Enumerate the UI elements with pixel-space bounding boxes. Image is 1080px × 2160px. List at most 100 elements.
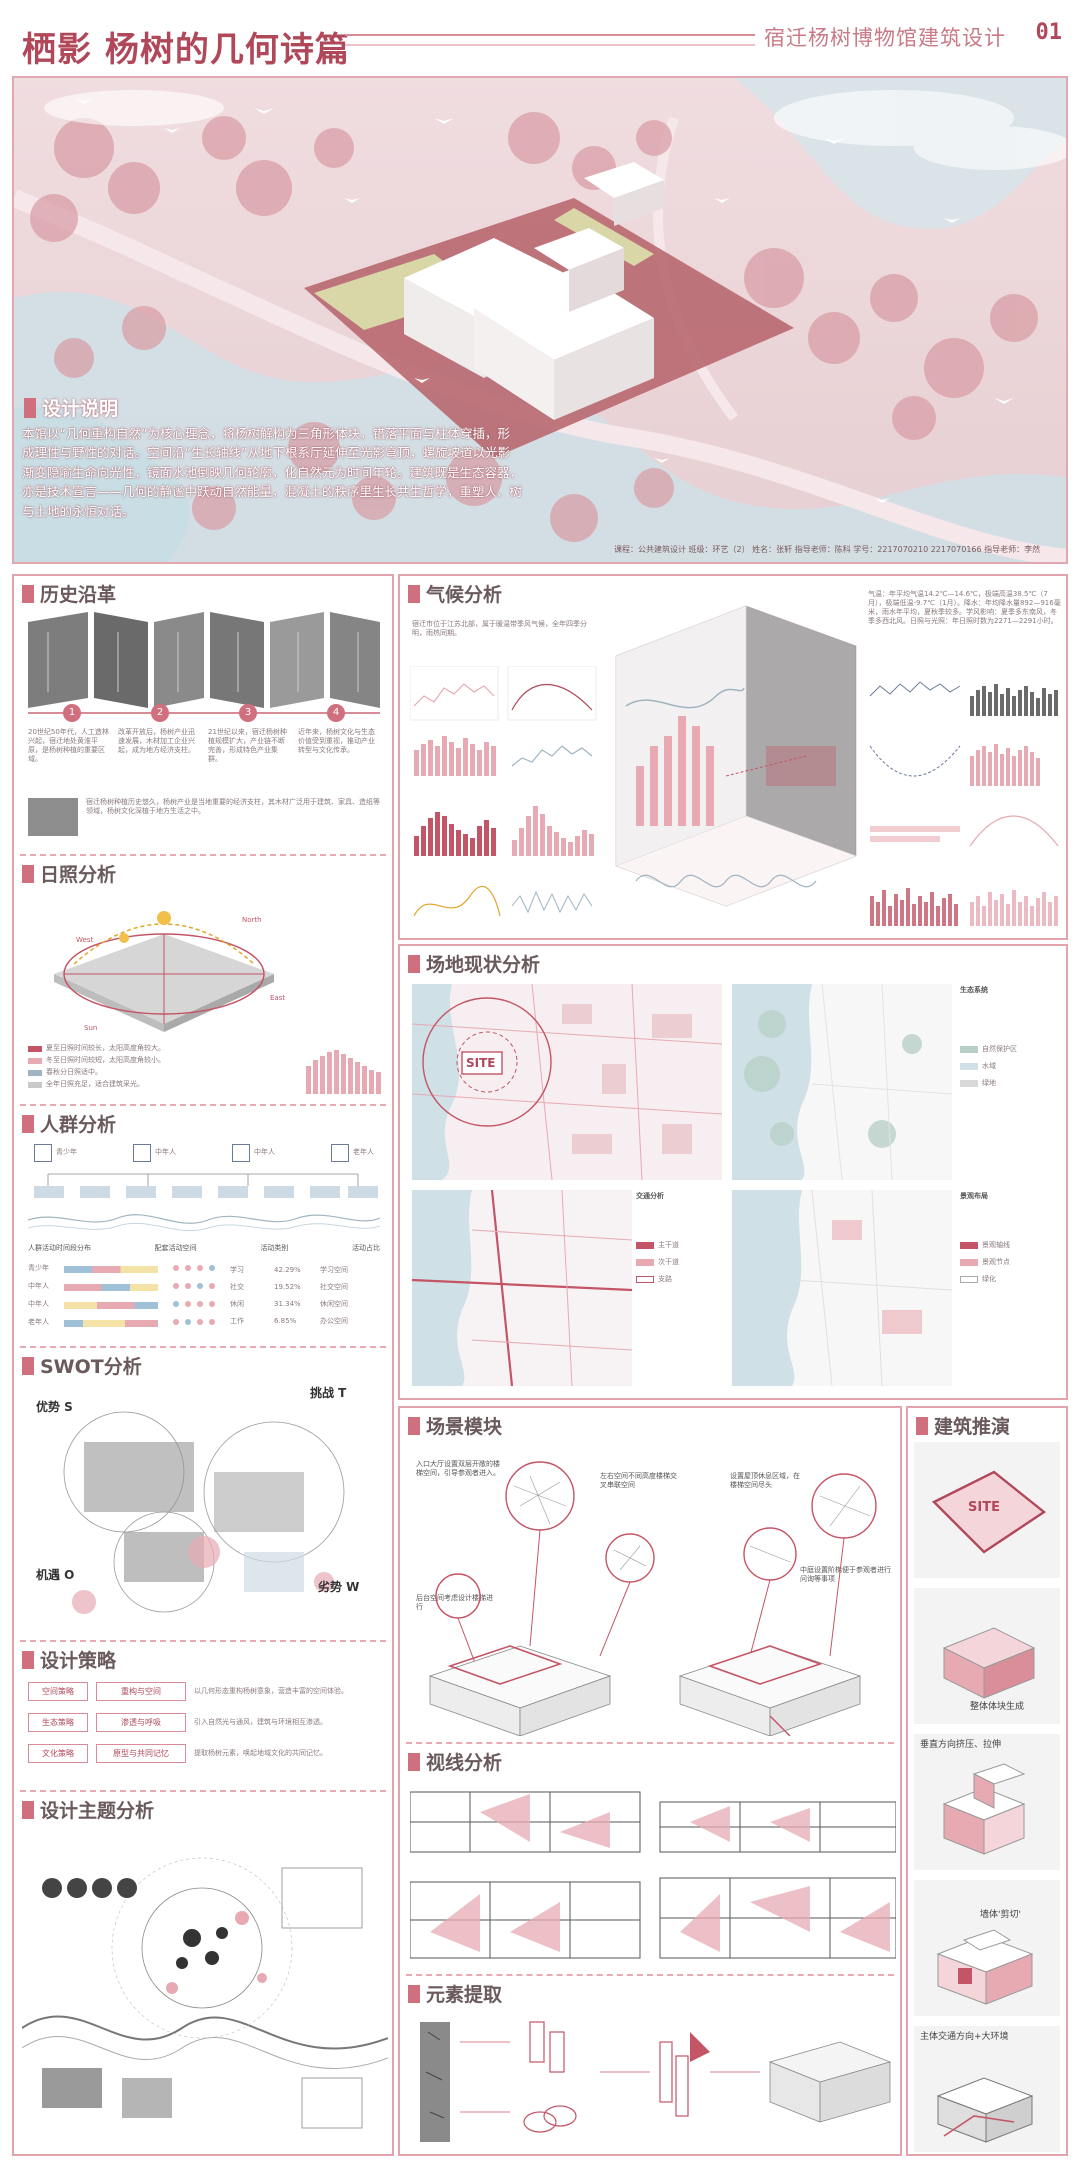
crowd-tree-diagram <box>28 1173 380 1232</box>
site-panel: 场地现状分析 SITE 生态系统 自然保护区 水域 绿地 <box>398 944 1068 1400</box>
sun-legend-row: 全年日照充足，适合建筑采光。 <box>28 1080 218 1089</box>
legend-swatch <box>960 1242 978 1250</box>
heading-mark <box>22 1800 34 1819</box>
header-rule-top <box>345 34 755 36</box>
activity-share: 42.29% <box>274 1265 301 1274</box>
crowd-group-label: 老年人 <box>353 1148 374 1157</box>
crowd-time-row: 青少年 <box>28 1260 158 1278</box>
legend-row: 自然保护区 <box>960 1045 1064 1054</box>
sight-heading: 视线分析 <box>408 1748 502 1775</box>
timeline-steps: 1 2 3 4 <box>28 704 380 722</box>
swot-strength: 优势 S <box>36 1400 73 1414</box>
strategy-row: 生态策略 渗透与呼吸 引入自然光与通风，建筑与环境相互渗透。 <box>28 1713 384 1732</box>
hero-aerial-render: 设计说明 本馆以“几何重构自然”为核心理念，将杨树解构为三角形体块，错落平面与柱… <box>12 76 1068 564</box>
activity-space: 社交空间 <box>320 1282 348 1291</box>
person-icon <box>232 1144 250 1162</box>
legend-swatch <box>960 1259 978 1267</box>
strategy-row: 空间策略 重构与空间 以几何形态重构杨树意象，营造丰富的空间体验。 <box>28 1682 384 1701</box>
circulation-diagram <box>936 2077 1034 2143</box>
legend-swatch <box>28 1069 42 1076</box>
legend-swatch <box>28 1057 42 1064</box>
crowd-row-label: 中年人 <box>28 1300 49 1309</box>
sheet-number: 01 <box>1035 20 1063 45</box>
evolution-heading: 建筑推演 <box>916 1412 1010 1439</box>
section-divider <box>406 1742 894 1744</box>
crowd-row-label: 老年人 <box>28 1318 49 1327</box>
swot-opportunity: 机遇 O <box>36 1568 75 1582</box>
strategy-detail: 提取杨树元素，唤起地域文化的共同记忆。 <box>194 1748 327 1757</box>
section-divider <box>406 1974 894 1976</box>
crowd-row-label: 青少年 <box>28 1264 49 1273</box>
compass-sun: Sun <box>84 1024 98 1032</box>
activity-share: 31.34% <box>274 1299 301 1308</box>
legend-swatch <box>28 1045 42 1052</box>
legend-row: 主干道 <box>636 1241 726 1250</box>
scene-note-stairs: 左右空间不同高度楼梯交叉串联空间 <box>600 1472 677 1490</box>
sun-heading: 日照分析 <box>22 860 116 887</box>
activity-name: 休闲 <box>230 1299 244 1308</box>
climate-mini-charts-left <box>410 666 597 917</box>
legend-title: 生态系统 <box>960 986 988 994</box>
legend-text: 主干道 <box>658 1241 679 1250</box>
legend-row: 支路 <box>636 1275 726 1284</box>
strategy-heading: 设计策略 <box>22 1646 116 1673</box>
sight-title: 视线分析 <box>426 1752 503 1774</box>
legend-row: 次干道 <box>636 1258 726 1267</box>
history-text-4: 近年来，杨树文化与生态价值受到重视，推动产业转型与文化传承。 <box>298 728 375 755</box>
element-extraction-diagram <box>420 2021 892 2142</box>
scene-column: 场景模块 入口大厅设置双层开敞的楼梯空间，引导参观者进入。 左右空间不同高度楼梯… <box>398 1406 902 2156</box>
landscape-map <box>732 1190 952 1386</box>
site-outline-diagram <box>931 1470 1047 1554</box>
sun-legend-row: 冬至日照时间较短，太阳高度角较小。 <box>28 1056 218 1065</box>
header-rule-bottom <box>345 44 755 46</box>
aerial-site-illustration <box>14 78 1066 562</box>
design-description-title: 设计说明 <box>42 398 119 420</box>
crowd-heading: 人群分析 <box>22 1110 116 1137</box>
crowd-row-label: 中年人 <box>28 1282 49 1291</box>
scene-axonometric-diagram <box>428 1461 877 1736</box>
history-photo-thumb <box>28 798 78 836</box>
climate-heading: 气候分析 <box>408 580 502 607</box>
site-heading: 场地现状分析 <box>408 950 540 977</box>
site-location-map <box>412 984 722 1180</box>
climate-intro: 宿迁市位于江苏北部，属于暖温带季风气候，全年四季分明，雨热同期。 <box>412 620 587 638</box>
course-info-footer: 课程：公共建筑设计 班级：环艺（2） 姓名：张轩 指导老师：陈科 学号：2217… <box>614 545 1041 554</box>
left-analysis-column: 历史沿革 1 2 3 4 20世纪50年代，人工造林兴起，宿迁地处黄淮平原，是杨… <box>12 574 394 2156</box>
legend-row: 绿地 <box>960 1079 1064 1088</box>
person-icon <box>331 1144 349 1162</box>
evolution-step-4-label: 墙体'剪切' <box>980 1910 1021 1920</box>
heading-mark <box>408 584 420 603</box>
heading-mark <box>408 1752 420 1771</box>
evolution-step-4: 墙体'剪切' <box>914 1880 1060 2016</box>
heading-mark <box>22 1356 34 1375</box>
legend-swatch <box>636 1276 654 1284</box>
strategy-title: 设计策略 <box>40 1650 117 1672</box>
timeline-step-3: 3 <box>239 704 257 722</box>
crowd-group-label: 中年人 <box>155 1148 176 1157</box>
sun-title: 日照分析 <box>40 864 117 886</box>
heading-mark <box>22 584 34 603</box>
crowd-time-table: 青少年 中年人 中年人 老年人 <box>28 1260 158 1332</box>
design-description-text: 本馆以“几何重构自然”为核心理念，将杨树解构为三角形体块，错落平面与柱体穿插，形… <box>22 426 523 519</box>
massing-diagram <box>942 1627 1036 1699</box>
sun-hours-bars <box>306 1050 381 1094</box>
crowd-stat-row: 休闲 31.34% 休闲空间 <box>230 1296 380 1313</box>
heading-mark <box>24 397 36 418</box>
climate-info: 气温：年平均气温14.2℃—14.6℃，极端高温38.5℃（7月），极端低温-9… <box>868 590 1061 626</box>
history-text-3: 21世纪以来，宿迁杨树种植规模扩大，产业链不断完善，形成特色产业集群。 <box>208 728 287 764</box>
time-bar <box>64 1319 158 1327</box>
legend-swatch <box>636 1259 654 1267</box>
crowd-table-title: 配套活动空间 <box>154 1244 197 1252</box>
crowd-group: 中年人 <box>133 1144 176 1162</box>
scene-note-roof: 设置屋顶休息区域，在楼梯空间尽头 <box>730 1472 800 1490</box>
legend-title: 交通分析 <box>636 1192 664 1200</box>
timeline-line <box>28 712 380 714</box>
legend-text: 自然保护区 <box>982 1045 1017 1054</box>
compass-west: West <box>76 936 94 944</box>
activity-space: 办公空间 <box>320 1316 348 1325</box>
crowd-time-row: 老年人 <box>28 1314 158 1332</box>
swot-heading: SWOT分析 <box>22 1352 142 1379</box>
history-summary: 宿迁杨树种植历史悠久，杨树产业是当地重要的经济支柱，其木材广泛用于建筑、家具、造… <box>86 798 380 816</box>
time-bar <box>64 1283 158 1291</box>
section-divider <box>20 1790 386 1792</box>
